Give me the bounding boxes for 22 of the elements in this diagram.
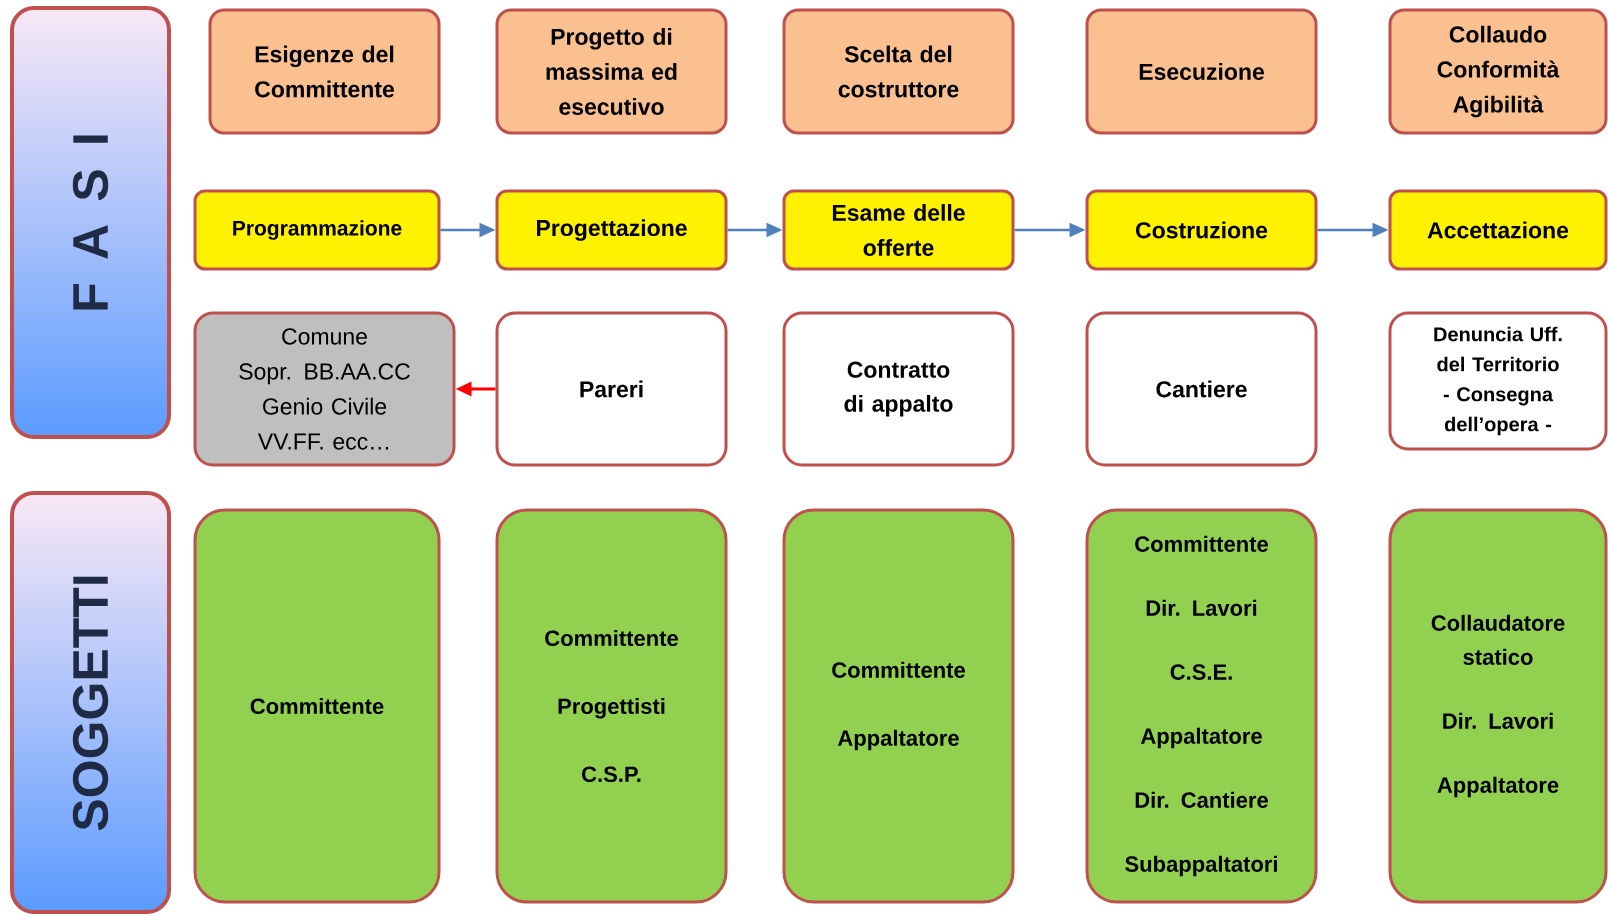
phase-box: Scelta del costruttore	[782, 8, 1015, 135]
step-box: Accettazione	[1388, 189, 1608, 271]
note-box: Contratto di appalto	[782, 311, 1015, 467]
phase-box: Esecuzione	[1085, 8, 1318, 135]
step-box: Costruzione	[1085, 189, 1318, 271]
actors-box: Committente Appaltatore	[782, 508, 1015, 904]
phase-box: Progetto di massima ed esecutivo	[495, 8, 728, 135]
note-box: Cantiere	[1085, 311, 1318, 467]
step-box: Esame delle offerte	[782, 189, 1015, 271]
actors-box: Committente	[193, 508, 441, 904]
actors-box: Collaudatore statico Dir. Lavori Appaltatore	[1388, 508, 1608, 904]
step-box: Progettazione	[495, 189, 728, 271]
phase-box: Collaudo Conformità Agibilità	[1388, 8, 1608, 135]
step-box: Programmazione	[193, 189, 441, 271]
actors-box: Committente Progettisti C.S.P.	[495, 508, 728, 904]
actors-box: Committente Dir. Lavori C.S.E. Appaltatore Dir. Cantiere Subappaltatori	[1085, 508, 1318, 904]
note-box: Denuncia Uff. del Territorio - Consegna dell’opera -	[1388, 311, 1608, 451]
side-band: SOGGETTI	[10, 491, 171, 914]
side-band: F A S I	[10, 6, 171, 439]
note-box: Pareri	[495, 311, 728, 467]
phase-box: Esigenze del Committente	[208, 8, 441, 135]
note-box: Comune Sopr. BB.AA.CC Genio Civile VV.FF. ecc…	[193, 311, 456, 467]
